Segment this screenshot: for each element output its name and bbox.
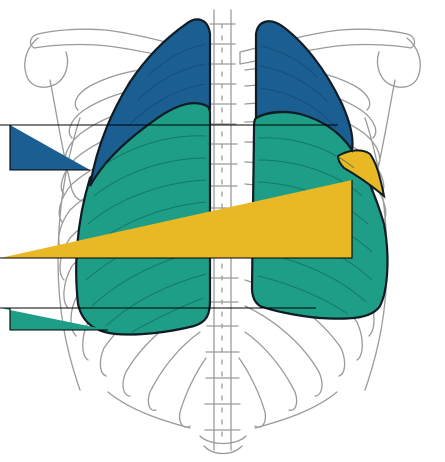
left-side-lung xyxy=(76,19,210,334)
right-side-lung xyxy=(252,21,387,318)
